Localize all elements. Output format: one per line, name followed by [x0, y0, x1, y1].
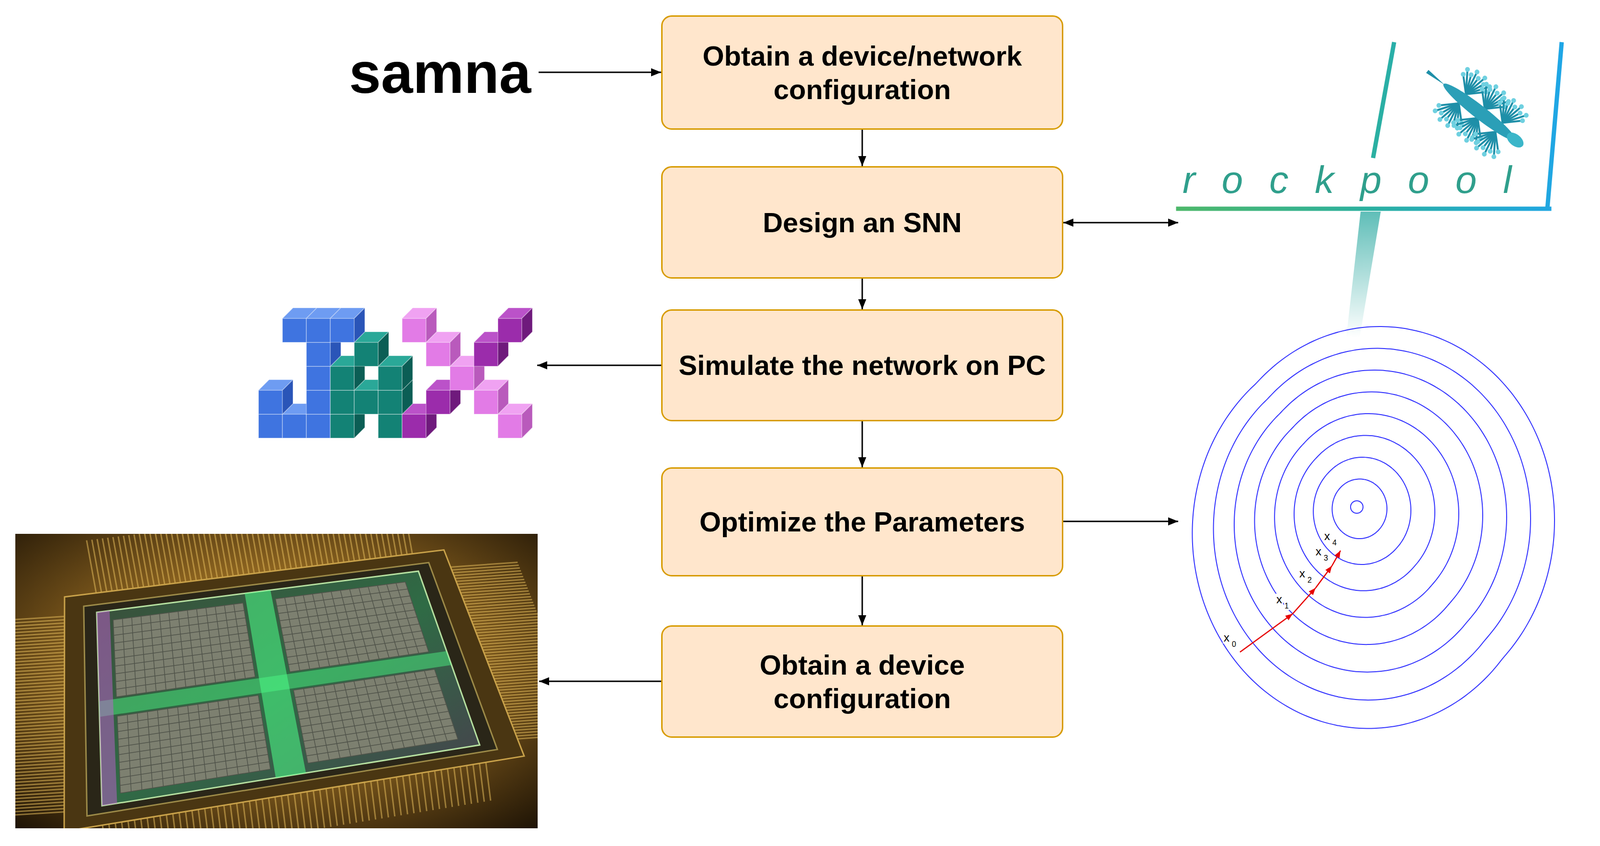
iterate-label: x	[1323, 530, 1331, 542]
process-box: Obtain a device configuration	[661, 625, 1064, 738]
iterate-index: 0	[1231, 640, 1237, 649]
box-label: Optimize the Parameters	[699, 505, 1026, 539]
chip-photo	[15, 533, 538, 829]
contour-line	[1234, 370, 1507, 673]
contour-line	[1213, 348, 1531, 700]
pointer-arrow	[538, 71, 662, 74]
descent-step-arrow	[1331, 550, 1341, 566]
rockpool-logo	[1178, 42, 1562, 338]
box-label: Obtain a device configuration	[672, 648, 1053, 715]
logo-wordmark: samna	[349, 44, 531, 102]
iterate-label: x	[1314, 545, 1323, 558]
iterate-index: 4	[1331, 539, 1338, 547]
logo-stroke	[1178, 206, 1550, 212]
descent-step-arrow	[1292, 587, 1316, 614]
logo-cube	[497, 307, 533, 343]
sea-slug-icon	[1407, 45, 1543, 172]
flow-arrow	[861, 129, 864, 167]
contour-line	[1294, 435, 1435, 591]
contour-line	[1274, 413, 1459, 618]
box-label: Design an SNN	[762, 205, 962, 240]
gradient-descent-plot	[1192, 326, 1555, 729]
descent-step-arrow	[1315, 565, 1332, 588]
iterate-index: 2	[1307, 576, 1313, 585]
flow-arrow	[861, 278, 864, 310]
logo-stroke	[1547, 42, 1562, 209]
logo-trail	[1346, 211, 1381, 338]
process-box: Obtain a device/network configuration	[661, 15, 1064, 130]
process-box: Design an SNN	[661, 166, 1064, 279]
flow-arrow	[861, 421, 864, 468]
logo-cube	[330, 307, 365, 343]
iterate-label: x	[1222, 631, 1231, 644]
contour-line	[1192, 326, 1555, 729]
pointer-arrow	[1063, 222, 1179, 224]
contour-line	[1254, 391, 1483, 645]
logo-cube	[258, 379, 293, 415]
iterate-label: x	[1275, 593, 1284, 606]
pointer-arrow	[537, 364, 662, 367]
iterate-index: 3	[1323, 554, 1329, 563]
flow-arrow	[861, 576, 864, 626]
logo-cube	[402, 307, 437, 343]
box-label: Simulate the network on PC	[678, 348, 1047, 383]
contour-line	[1331, 479, 1387, 540]
jax-logo	[258, 307, 533, 439]
box-label: Obtain a device/network configuration	[672, 39, 1053, 106]
logo-stroke	[1373, 42, 1395, 158]
descent-step-arrow	[1239, 613, 1293, 653]
contour-line	[1313, 457, 1411, 565]
process-box: Simulate the network on PC	[661, 309, 1064, 422]
process-box: Optimize the Parameters	[661, 467, 1064, 577]
pointer-arrow	[539, 680, 662, 683]
iterate-label: x	[1298, 567, 1307, 580]
contour-line	[1350, 500, 1364, 514]
logo-wordmark: rockpool	[1182, 160, 1538, 200]
iterate-index: 1	[1284, 602, 1290, 610]
pointer-arrow	[1063, 520, 1179, 523]
